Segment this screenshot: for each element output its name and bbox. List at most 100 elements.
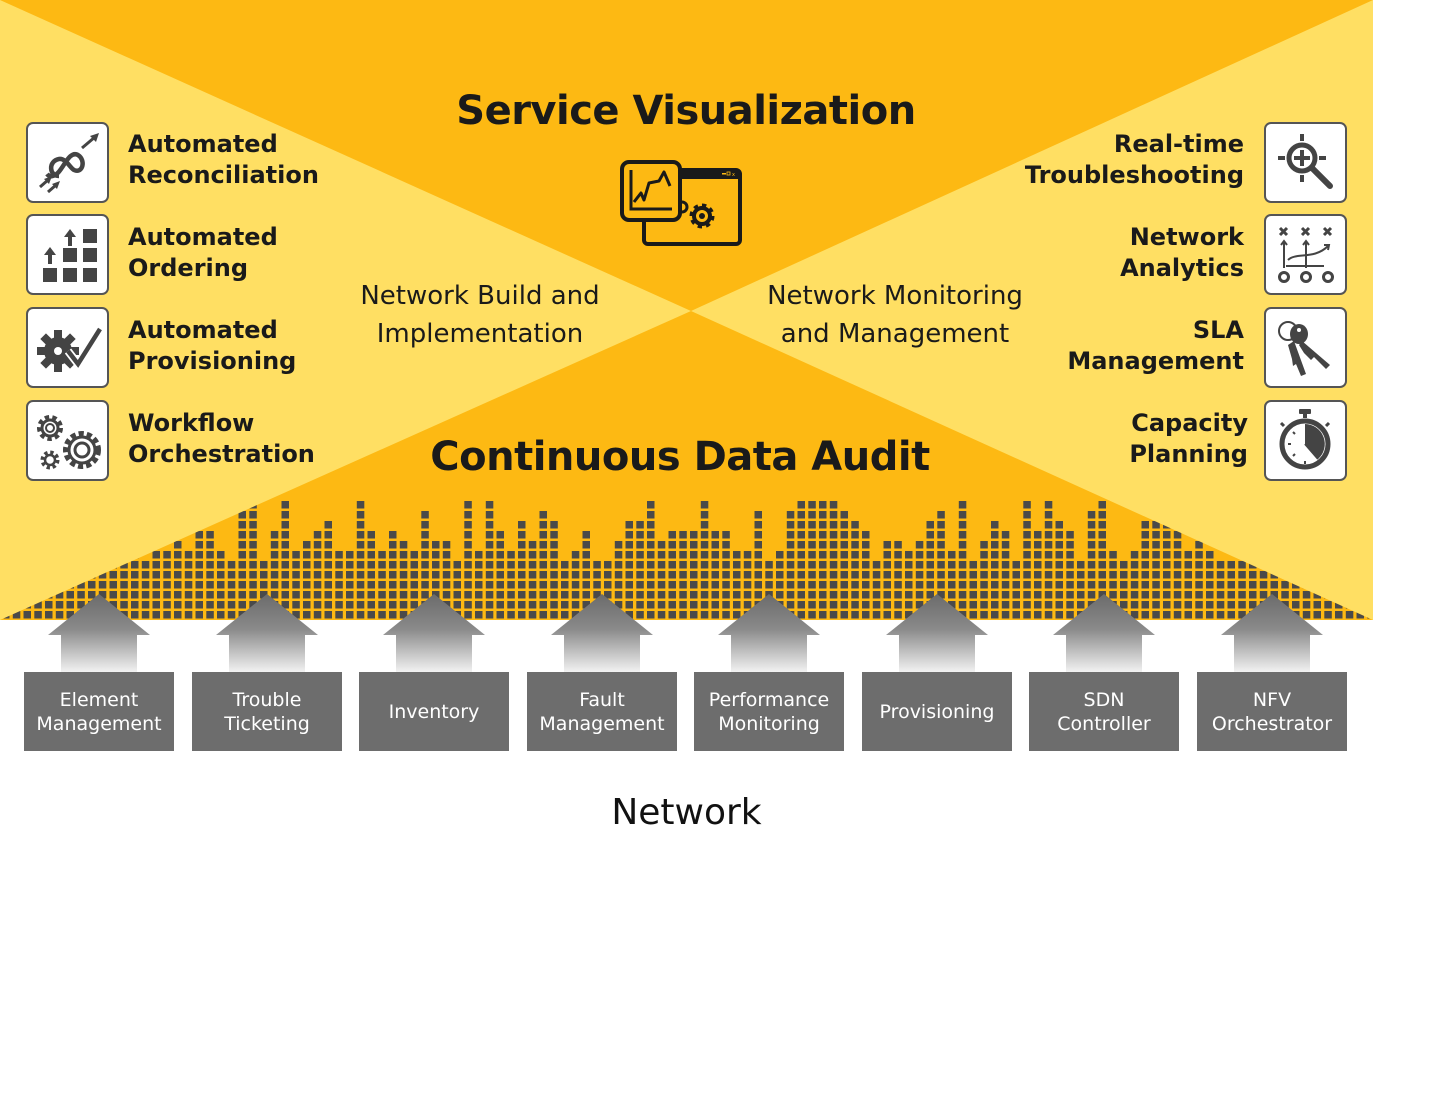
audit-cell <box>227 591 236 599</box>
audit-cell <box>636 581 644 589</box>
audit-cell <box>915 591 924 599</box>
audit-cell <box>668 591 676 599</box>
audit-cell <box>356 591 365 599</box>
audit-cell <box>819 581 827 589</box>
audit-cell <box>991 581 999 589</box>
audit-cell <box>281 541 289 549</box>
audit-cell <box>980 601 988 609</box>
audit-cell <box>292 551 300 559</box>
audit-cell <box>528 591 537 599</box>
audit-cell <box>1259 581 1268 589</box>
audit-cell <box>453 571 461 579</box>
audit-cell <box>754 541 762 549</box>
audit-cell <box>1044 511 1053 519</box>
audit-cell <box>862 541 870 549</box>
audit-cell <box>1195 611 1203 619</box>
audit-cell <box>539 591 547 599</box>
audit-cell <box>862 571 870 579</box>
audit-cell <box>862 591 870 599</box>
up-arrow-icon <box>216 594 318 672</box>
up-arrow-icon <box>1053 594 1155 672</box>
audit-cell <box>657 561 666 569</box>
audit-cell <box>797 501 805 509</box>
audit-cell <box>238 561 246 569</box>
audit-cell <box>819 571 827 579</box>
audit-cell <box>184 591 193 599</box>
audit-cell <box>657 551 666 559</box>
audit-cell <box>442 541 451 549</box>
audit-cell <box>1098 511 1106 519</box>
audit-cell <box>647 601 655 609</box>
audit-cell <box>1195 581 1203 589</box>
audit-cell <box>840 531 848 539</box>
audit-cell <box>378 591 386 599</box>
audit-cell <box>12 611 21 619</box>
audit-cell <box>249 531 257 539</box>
audit-cell <box>1077 581 1085 589</box>
audit-cell <box>346 551 354 559</box>
audit-cell <box>819 611 827 619</box>
audit-cell <box>690 551 698 559</box>
audit-cell <box>1055 551 1063 559</box>
audit-cell <box>131 581 139 589</box>
audit-cell <box>45 601 53 609</box>
audit-cell <box>1356 611 1364 619</box>
audit-cell <box>582 601 590 609</box>
audit-cell <box>1120 591 1128 599</box>
audit-cell <box>206 561 214 569</box>
audit-cell <box>991 541 999 549</box>
audit-cell <box>862 551 870 559</box>
audit-cell <box>1249 581 1257 589</box>
stacked-blocks-arrows-icon <box>26 214 109 295</box>
audit-cell <box>1163 571 1171 579</box>
audit-cell <box>378 611 386 619</box>
audit-cell <box>152 551 160 559</box>
audit-cell <box>485 541 494 549</box>
audit-cell <box>1012 591 1020 599</box>
audit-cell <box>77 601 85 609</box>
audit-cell <box>34 601 42 609</box>
audit-cell <box>894 571 902 579</box>
up-arrow-icon <box>718 594 820 672</box>
audit-cell <box>593 561 601 569</box>
system-label: Performance Monitoring <box>708 688 830 735</box>
audit-cell <box>77 581 85 589</box>
audit-cell <box>1227 601 1235 609</box>
audit-cell <box>905 581 913 589</box>
audit-cell <box>937 551 945 559</box>
audit-cell <box>1173 561 1182 569</box>
audit-cell <box>636 601 644 609</box>
audit-cell <box>1302 611 1311 619</box>
audit-cell <box>1034 551 1042 559</box>
audit-cell <box>1259 591 1268 599</box>
audit-cell <box>883 571 891 579</box>
audit-cell <box>1238 611 1246 619</box>
upward-arrows <box>48 594 1323 672</box>
audit-cell <box>1066 611 1074 619</box>
audit-cell <box>1163 531 1171 539</box>
audit-cell <box>367 581 375 589</box>
audit-cell <box>1077 571 1085 579</box>
audit-cell <box>442 591 451 599</box>
audit-cell <box>808 561 816 569</box>
audit-cell <box>1173 571 1182 579</box>
audit-cell <box>829 581 838 589</box>
system-provisioning: Provisioning <box>862 672 1012 751</box>
audit-cell <box>1066 591 1074 599</box>
audit-cell <box>1292 601 1300 609</box>
audit-cell <box>851 561 859 569</box>
audit-cell <box>1034 531 1042 539</box>
feature-workflow-orchestration: Workflow Orchestration <box>128 408 315 470</box>
audit-cell <box>1238 581 1246 589</box>
audit-cell <box>797 511 805 519</box>
audit-cell <box>464 561 472 569</box>
audit-cell <box>980 541 988 549</box>
audit-cell <box>1001 601 1010 609</box>
audit-cell <box>1055 611 1063 619</box>
audit-cell <box>851 601 859 609</box>
audit-cell <box>260 591 268 599</box>
audit-cell <box>862 531 870 539</box>
audit-cell <box>399 581 408 589</box>
audit-cell <box>647 581 655 589</box>
audit-cell <box>1044 571 1053 579</box>
